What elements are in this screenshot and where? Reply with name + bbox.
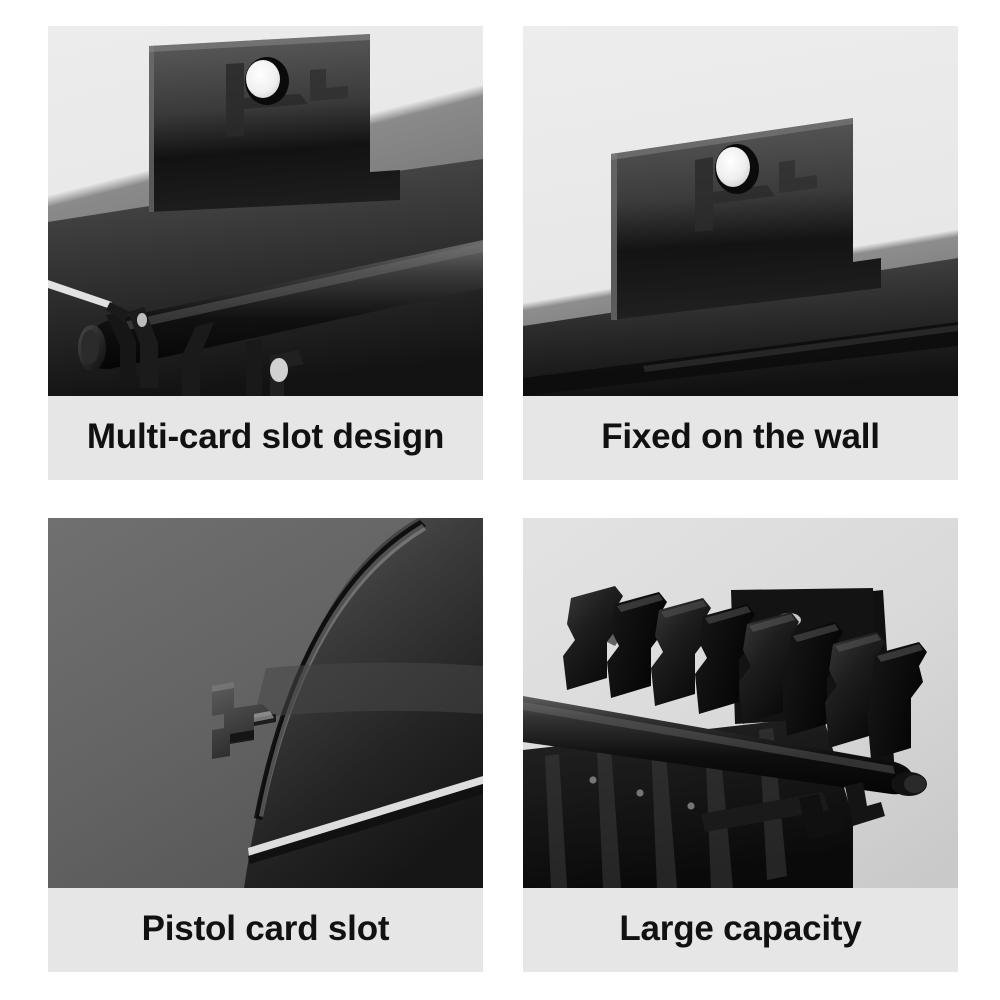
panel-image-multi-card-slot-design: [48, 26, 483, 396]
feature-panel-multi-card-slot-design[interactable]: Multi-card slot design: [48, 26, 483, 480]
panel-caption-large-capacity: Large capacity: [523, 888, 958, 972]
feature-panel-large-capacity[interactable]: Large capacity: [523, 518, 958, 972]
panel-image-large-capacity: [523, 518, 958, 888]
product-render-pistol-slot: [48, 518, 483, 888]
panel-caption-fixed-on-the-wall: Fixed on the wall: [523, 396, 958, 480]
feature-panel-pistol-card-slot[interactable]: Pistol card slot: [48, 518, 483, 972]
product-render-multi-card-slot: [48, 26, 483, 396]
panel-image-pistol-card-slot: [48, 518, 483, 888]
feature-panel-fixed-on-the-wall[interactable]: Fixed on the wall: [523, 26, 958, 480]
product-render-full-rack: [523, 518, 958, 888]
panel-caption-multi-card-slot-design: Multi-card slot design: [48, 396, 483, 480]
feature-grid: Multi-card slot design: [48, 26, 958, 972]
product-render-wall-mount: [523, 26, 958, 396]
panel-caption-pistol-card-slot: Pistol card slot: [48, 888, 483, 972]
panel-image-fixed-on-the-wall: [523, 26, 958, 396]
